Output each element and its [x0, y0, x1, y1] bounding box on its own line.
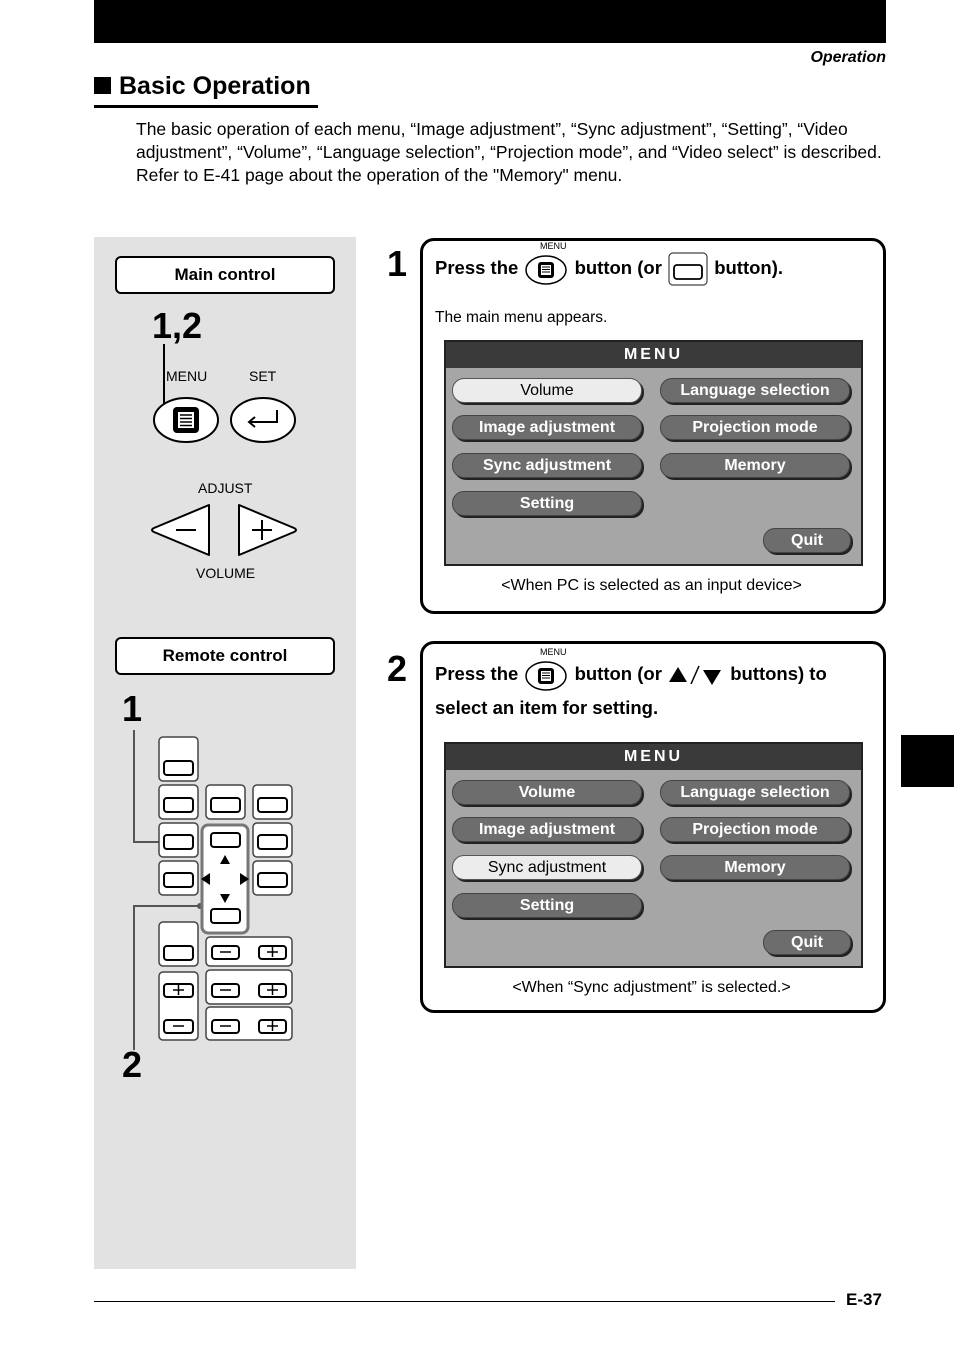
step1-menu-screen: MENU Volume Language selection Image adj… [444, 340, 863, 566]
menu-item-quit[interactable]: Quit [763, 528, 851, 553]
main-control-label: Main control [115, 256, 335, 294]
volume-label: VOLUME [196, 565, 256, 581]
step2-instruction: Press the button (or buttons) to [435, 657, 827, 691]
menu-item-quit[interactable]: Quit [763, 930, 851, 955]
right-arrow-icon [240, 873, 249, 885]
main-menu-button[interactable] [153, 397, 219, 443]
step2-instruction-line2: select an item for setting. [435, 697, 659, 718]
remote-menu-button-icon [668, 252, 708, 286]
remote-down-key[interactable] [210, 908, 241, 924]
menu-item-image-adjustment[interactable]: Image adjustment [452, 817, 642, 842]
remote-step1-ref: 1 [122, 688, 143, 729]
menu-item-setting[interactable]: Setting [452, 491, 642, 516]
menu-item-sync-adjustment[interactable]: Sync adjustment [452, 855, 642, 880]
menu-item-memory[interactable]: Memory [660, 453, 850, 478]
step1-caption: <When PC is selected as an input device> [501, 577, 802, 594]
step2-menu-small-label: MENU [540, 647, 567, 657]
step1-menu-small-label: MENU [540, 241, 567, 251]
intro-paragraph: The basic operation of each menu, “Image… [136, 119, 882, 185]
down-arrow-icon [220, 894, 230, 903]
menu-item-language-selection[interactable]: Language selection [660, 780, 850, 805]
footer-rule [94, 1301, 835, 1302]
menu-item-projection-mode[interactable]: Projection mode [660, 817, 850, 842]
menu-item-language-selection[interactable]: Language selection [660, 378, 850, 403]
up-down-arrows-icon [669, 665, 722, 686]
remote-key-power[interactable] [163, 760, 194, 776]
remote-key[interactable] [163, 797, 194, 813]
remote-control-label: Remote control [115, 637, 335, 675]
set-label: SET [249, 368, 277, 384]
remote-key[interactable] [257, 872, 288, 888]
step2-menu-screen: MENU Volume Language selection Image adj… [444, 742, 863, 968]
remote-key[interactable] [257, 797, 288, 813]
square-bullet-icon [94, 77, 111, 94]
controls-panel [94, 237, 356, 1269]
remote-key[interactable] [210, 797, 241, 813]
menu-button-icon [525, 255, 568, 285]
menu-item-setting[interactable]: Setting [452, 893, 642, 918]
adjust-minus-button[interactable] [151, 504, 210, 556]
menu-title: MENU [446, 342, 861, 368]
menu-button-icon [525, 661, 568, 691]
menu-item-volume[interactable]: Volume [452, 780, 642, 805]
remote-step2-ref: 2 [122, 1044, 143, 1085]
adjust-plus-button[interactable] [238, 504, 297, 556]
step1-number: 1 [387, 243, 408, 284]
menu-item-volume[interactable]: Volume [452, 378, 642, 403]
chapter-tab [901, 735, 954, 787]
remote-key[interactable] [257, 834, 288, 850]
menu-item-projection-mode[interactable]: Projection mode [660, 415, 850, 440]
step2-caption: <When “Sync adjustment” is selected.> [512, 979, 791, 996]
page-number: E-37 [846, 1290, 882, 1309]
step1-note: The main menu appears. [435, 309, 608, 326]
main-control-step-ref: 1,2 [152, 305, 203, 346]
step2-number: 2 [387, 648, 408, 689]
menu-title: MENU [446, 744, 861, 770]
up-arrow-icon [220, 855, 230, 864]
header-bar [94, 0, 886, 43]
menu-item-sync-adjustment[interactable]: Sync adjustment [452, 453, 642, 478]
main-control-diagram [151, 344, 297, 556]
menu-item-image-adjustment[interactable]: Image adjustment [452, 415, 642, 440]
menu-label: MENU [166, 368, 208, 384]
running-title: Operation [810, 49, 886, 66]
section-title: Basic Operation [94, 72, 318, 108]
menu-item-memory[interactable]: Memory [660, 855, 850, 880]
remote-key[interactable] [163, 872, 194, 888]
left-arrow-icon [201, 873, 210, 885]
main-set-button[interactable] [230, 397, 296, 443]
remote-control-diagram [133, 730, 293, 1050]
adjust-label: ADJUST [198, 480, 253, 496]
remote-menu-key[interactable] [163, 834, 194, 850]
step1-instruction: Press the button (or button). [435, 251, 783, 287]
remote-up-key[interactable] [210, 832, 241, 848]
remote-key[interactable] [163, 945, 194, 961]
